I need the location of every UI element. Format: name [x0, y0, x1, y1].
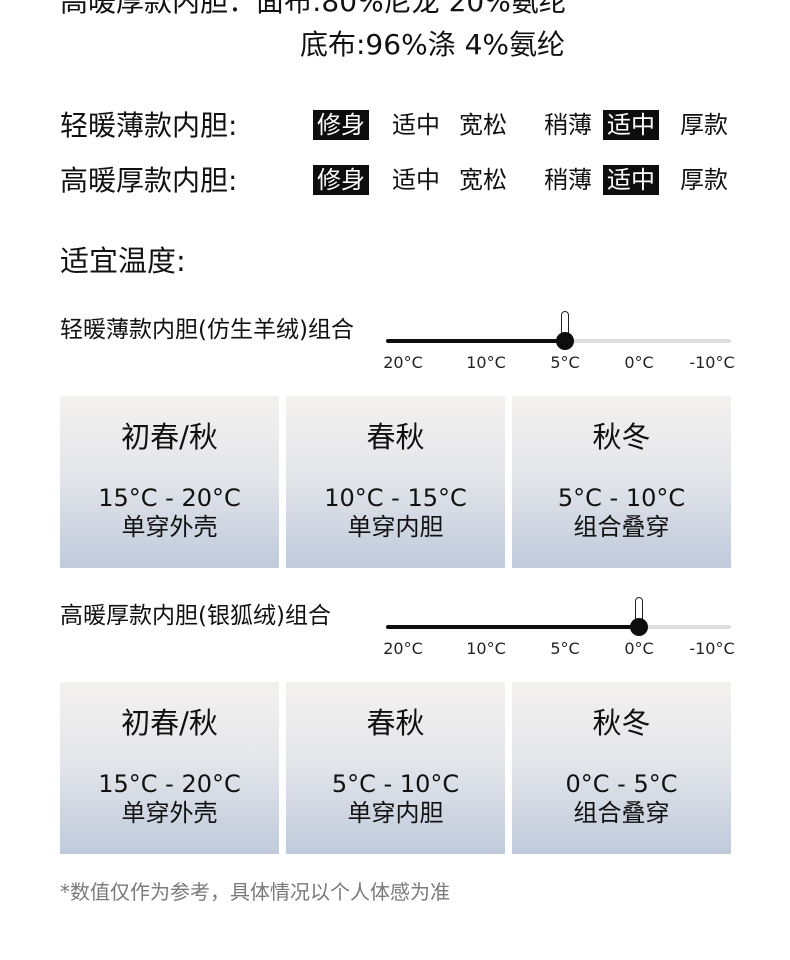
season-card: 初春/秋 15°C - 20°C 单穿外壳 — [60, 396, 279, 568]
card-season: 初春/秋 — [121, 420, 218, 454]
fit-option-regular: 适中 — [392, 111, 440, 139]
card-wear-mode: 单穿外壳 — [121, 513, 218, 541]
temperature-track-fill — [386, 625, 639, 629]
combo-label: 轻暖薄款内胆(仿生羊绒)组合 — [60, 317, 354, 343]
fit-row-label: 高暖厚款内胆: — [60, 164, 238, 197]
card-temp-range: 0°C - 5°C — [565, 770, 678, 798]
temperature-section-title: 适宜温度: — [60, 244, 186, 278]
fit-option-loose: 宽松 — [459, 166, 507, 194]
temperature-track — [386, 625, 731, 629]
temperature-marker — [556, 332, 574, 350]
fit-option-regular: 适中 — [392, 166, 440, 194]
card-wear-mode: 组合叠穿 — [573, 799, 670, 827]
fabric-line-1: 高暖厚款内胆：面布:80%尼龙 20%氨纶 — [60, 0, 567, 18]
tick-label: -10°C — [689, 353, 735, 372]
card-temp-range: 5°C - 10°C — [331, 770, 460, 798]
card-season: 春秋 — [366, 706, 425, 740]
tick-label: 20°C — [383, 639, 423, 658]
temperature-track-fill — [386, 339, 565, 343]
season-card: 秋冬 5°C - 10°C 组合叠穿 — [512, 396, 731, 568]
thickness-option-medium: 适中 — [603, 110, 659, 140]
fit-option-loose: 宽松 — [459, 111, 507, 139]
card-wear-mode: 组合叠穿 — [573, 513, 670, 541]
season-card: 秋冬 0°C - 5°C 组合叠穿 — [512, 682, 731, 854]
tick-label: -10°C — [689, 639, 735, 658]
season-card: 春秋 10°C - 15°C 单穿内胆 — [286, 396, 505, 568]
card-wear-mode: 单穿内胆 — [347, 513, 444, 541]
thickness-option-thick: 厚款 — [680, 111, 728, 139]
fit-option-slim: 修身 — [313, 165, 369, 195]
thickness-option-thin: 稍薄 — [544, 166, 592, 194]
card-season: 秋冬 — [592, 706, 651, 740]
season-card: 春秋 5°C - 10°C 单穿内胆 — [286, 682, 505, 854]
thickness-option-medium: 适中 — [603, 165, 659, 195]
thickness-option-thin: 稍薄 — [544, 111, 592, 139]
combo-label: 高暖厚款内胆(银狐绒)组合 — [60, 603, 331, 629]
tick-label: 5°C — [550, 353, 580, 372]
fit-row-label: 轻暖薄款内胆: — [60, 109, 238, 142]
tick-label: 0°C — [624, 353, 654, 372]
fit-option-slim: 修身 — [313, 110, 369, 140]
fabric-line-2: 底布:96%涤 4%氨纶 — [300, 28, 565, 61]
card-season: 初春/秋 — [121, 706, 218, 740]
card-temp-range: 15°C - 20°C — [98, 484, 241, 512]
card-season: 春秋 — [366, 420, 425, 454]
tick-label: 10°C — [466, 639, 506, 658]
card-temp-range: 15°C - 20°C — [98, 770, 241, 798]
tick-label: 0°C — [624, 639, 654, 658]
temperature-marker — [630, 618, 648, 636]
tick-label: 5°C — [550, 639, 580, 658]
thickness-option-thick: 厚款 — [680, 166, 728, 194]
card-temp-range: 10°C - 15°C — [324, 484, 467, 512]
season-card: 初春/秋 15°C - 20°C 单穿外壳 — [60, 682, 279, 854]
card-wear-mode: 单穿内胆 — [347, 799, 444, 827]
card-temp-range: 5°C - 10°C — [557, 484, 686, 512]
tick-label: 20°C — [383, 353, 423, 372]
disclaimer-note: *数值仅作为参考，具体情况以个人体感为准 — [60, 880, 450, 904]
tick-label: 10°C — [466, 353, 506, 372]
card-wear-mode: 单穿外壳 — [121, 799, 218, 827]
card-season: 秋冬 — [592, 420, 651, 454]
